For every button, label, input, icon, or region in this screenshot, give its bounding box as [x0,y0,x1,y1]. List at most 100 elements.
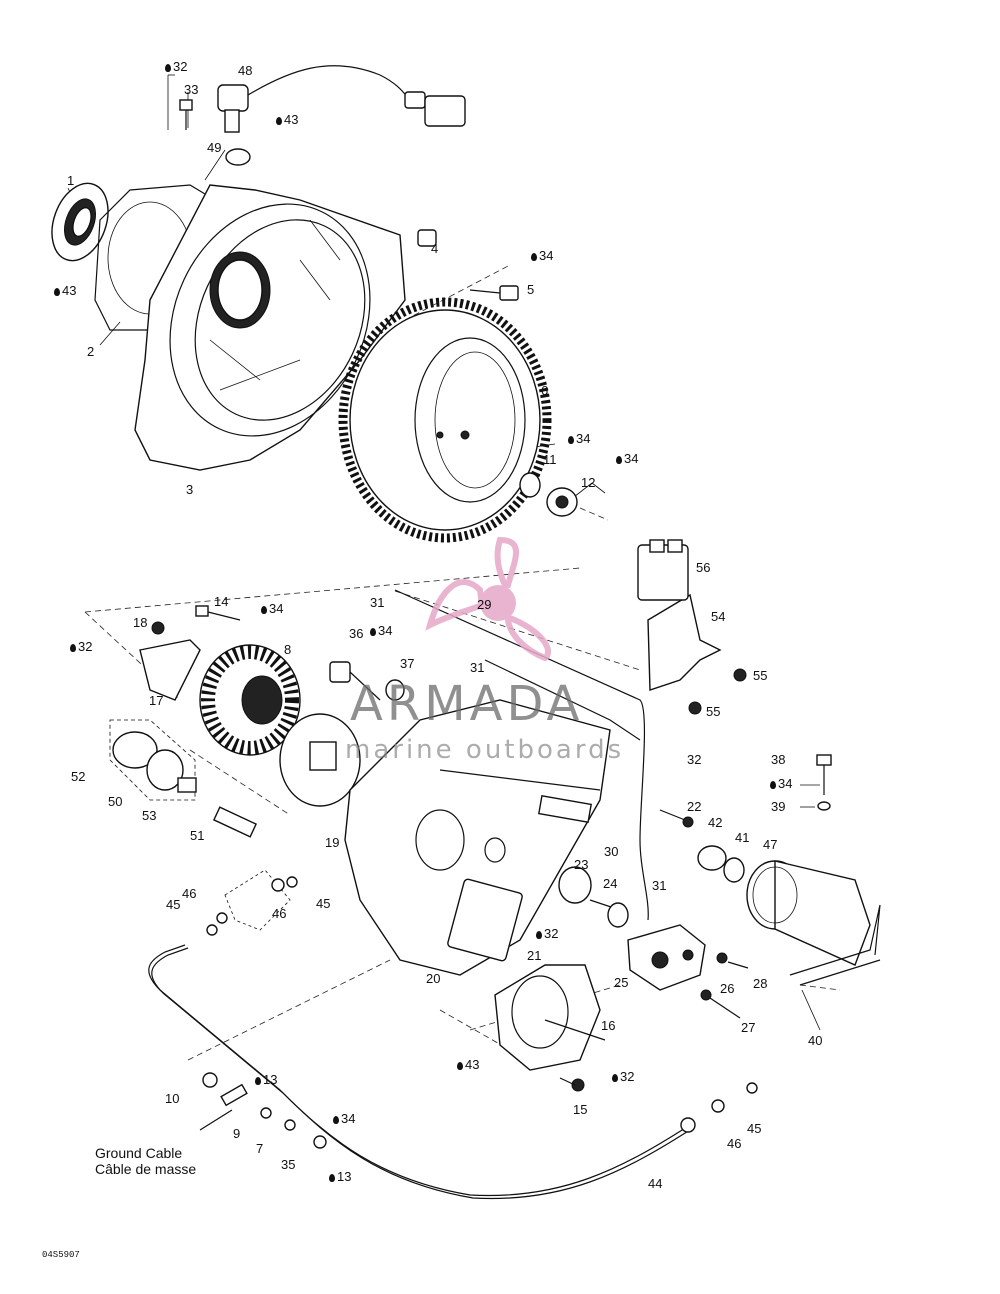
callout-label: 18 [133,615,148,630]
callout-label: 26 [720,981,735,996]
callout-label: 10 [165,1091,180,1106]
callout-label: 43 [457,1058,479,1072]
callout-label: 13 [329,1170,351,1184]
part-5-bolt [469,285,519,301]
callout-label: 22 [687,799,702,814]
part-4-dowel [417,229,437,247]
callout-label: 13 [255,1073,277,1087]
part-54-bracket [647,593,722,691]
callout-label: 55 [706,704,721,719]
callout-label: 16 [601,1018,616,1033]
callout-label: 8 [284,642,292,657]
callout-label: 56 [696,560,711,575]
callout-label: 45 [166,897,181,912]
callout-label: 45 [747,1121,762,1136]
callout-label: 50 [108,794,123,809]
callout-label: 46 [182,886,197,901]
watermark-tagline: marine outboards [345,735,625,765]
callout-label: 9 [233,1126,241,1141]
part-15-screw [559,1077,585,1092]
callout-label: 25 [614,975,629,990]
callout-label: 55 [753,668,768,683]
callout-label: 14 [214,594,229,609]
callout-label: 36 [349,626,364,641]
callout-label: 11 [543,452,557,467]
callout-label: 20 [426,971,441,986]
callout-label: 32 [687,752,702,767]
callout-label: 34 [531,249,553,263]
part-27-screw [700,989,741,1019]
part-41-washer [723,857,745,883]
callout-label: 7 [256,1141,264,1156]
callout-label: 31 [470,660,485,675]
part-40-strap [789,904,881,986]
callout-label: 43 [54,284,76,298]
callout-label: 45 [316,896,331,911]
callout-label: 34 [770,777,792,791]
part-55-screws [688,668,747,715]
part-44-ground-cable [148,944,758,1200]
callout-label: 41 [735,830,750,845]
callout-label: 33 [184,82,199,97]
callout-label: 37 [400,656,415,671]
part-6-flywheel [338,297,552,543]
callout-label: 32 [536,927,558,941]
parts-45-46-upper [206,869,298,936]
callout-label: 31 [652,878,667,893]
part-48-sensor [217,65,466,166]
part-3-magneto-housing [134,184,406,471]
callout-label: 54 [711,609,726,624]
callout-label: 31 [370,595,385,610]
callout-label: 34 [370,624,392,638]
part-22-screw [659,809,694,828]
part-37-washer [385,679,405,701]
callout-label: 34 [261,602,283,616]
callout-label: 35 [281,1157,296,1172]
callout-label: 4 [431,241,439,256]
watermark-brand: ARMADA [350,676,584,732]
part-38-bolt [816,754,832,795]
callout-label: 49 [207,140,222,155]
callout-label: 12 [581,475,596,490]
part-8-stator [199,644,361,807]
part-1-seal [51,182,109,262]
callout-label: 53 [142,808,157,823]
ground-cable-en: Ground Cable [95,1145,183,1161]
part-28-screw [727,961,749,969]
callout-label: 17 [149,693,164,708]
part-14-screw [195,605,241,621]
callout-label: 6 [541,383,549,398]
callout-label: 30 [604,844,619,859]
watermark-logo [425,536,552,662]
parts-7-9-10-35-ground-hardware [199,1072,327,1149]
part-25-solenoid [627,924,706,991]
part-42-spacer [697,845,727,871]
callout-label: 34 [333,1112,355,1126]
callout-label: 2 [87,344,95,359]
part-18-screw [151,621,165,635]
callout-label: 21 [527,948,542,963]
callout-label: 5 [527,282,535,297]
callout-label: 44 [648,1176,663,1191]
part-21-cover [494,964,606,1071]
part-12-nut [546,487,578,517]
callout-label: 48 [238,63,253,78]
ground-cable-caption: Ground Cable Câble de masse [95,1145,196,1177]
part-17-bracket [139,639,201,701]
callout-label: 32 [165,60,187,74]
callout-label: 52 [71,769,86,784]
part-11-washer [519,472,541,498]
callout-label: 1 [67,173,75,188]
part-30-rod [394,589,649,921]
callout-label: 47 [763,837,778,852]
callout-label: 51 [190,828,205,843]
callout-label: 46 [727,1136,742,1151]
callout-label: 32 [612,1070,634,1084]
leader-lines [67,74,841,1061]
part-26-washer [716,952,728,964]
callout-label: 34 [568,432,590,446]
ground-cable-fr: Câble de masse [95,1161,197,1177]
callout-label: 24 [603,876,618,891]
part-36-bolt [329,661,381,701]
